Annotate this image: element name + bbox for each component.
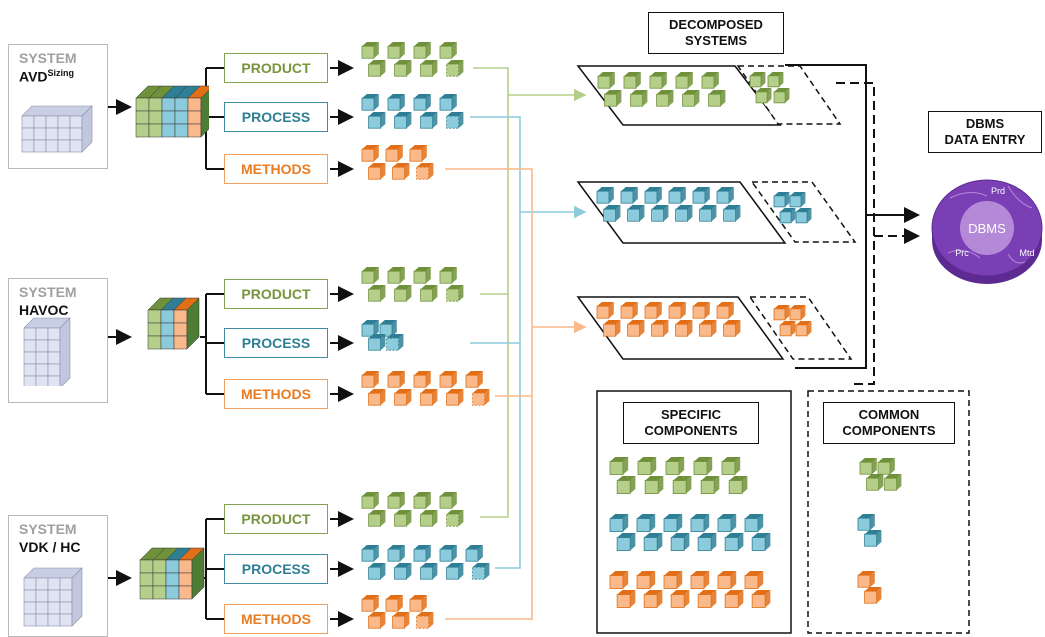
bracket-havoc <box>200 293 224 395</box>
dbms-prd-label: Prd <box>991 186 1005 196</box>
system-grid-havoc <box>23 317 71 386</box>
category-arrows <box>330 60 354 627</box>
category-methods-avd: METHODS <box>224 154 328 184</box>
common-product-cubes <box>859 458 902 491</box>
common-methods-cubes <box>857 571 882 604</box>
product-cubes-vdk <box>361 492 464 527</box>
dashed-connector <box>836 82 920 385</box>
category-product-vdk: PRODUCT <box>224 504 328 534</box>
system-grid-avd <box>21 105 93 153</box>
process-collector <box>470 116 587 569</box>
system-label: SYSTEM <box>19 521 77 537</box>
product-cubes-avd <box>361 42 464 77</box>
category-process-vdk: PROCESS <box>224 554 328 584</box>
process-cubes-avd <box>361 94 464 129</box>
decomposed-methods-common-cubes <box>773 305 812 337</box>
dbms-center-label: DBMS <box>968 221 1006 236</box>
decomposed-methods-cubes <box>596 302 741 337</box>
system-name: AVDSizing <box>19 68 74 85</box>
product-collector <box>473 67 587 518</box>
dbms-header-line2: DATA ENTRY <box>944 132 1026 147</box>
decomposed-systems-header: DECOMPOSED SYSTEMS <box>648 12 784 54</box>
common-header-line2: COMPONENTS <box>842 423 936 438</box>
color-block-vdk <box>139 547 205 600</box>
system-name: VDK / HC <box>19 539 81 555</box>
specific-components-panel <box>596 390 792 634</box>
dbms-prc-label: Prc <box>955 248 969 258</box>
specific-header-line1: SPECIFIC <box>661 407 721 422</box>
common-components-panel <box>807 390 970 634</box>
specific-process-cubes <box>609 514 771 551</box>
specific-components-header: SPECIFIC COMPONENTS <box>623 402 759 444</box>
category-process-avd: PROCESS <box>224 102 328 132</box>
specific-product-cubes <box>609 457 748 494</box>
dbms-mtd-label: Mtd <box>1019 248 1034 258</box>
methods-cubes-avd <box>361 145 434 180</box>
methods-cubes-vdk <box>361 595 434 629</box>
decomposed-header-line2: SYSTEMS <box>684 33 748 48</box>
process-cubes-havoc <box>361 320 404 351</box>
system-name: HAVOC <box>19 302 69 318</box>
dbms-disc: DBMS Prd Prc Mtd <box>931 179 1043 284</box>
common-process-cubes <box>857 514 882 547</box>
system-grid-vdk <box>23 567 83 627</box>
methods-cubes-havoc <box>361 371 490 406</box>
common-components-header: COMMON COMPONENTS <box>823 402 955 444</box>
product-cubes-havoc <box>361 267 464 302</box>
category-process-havoc: PROCESS <box>224 328 328 358</box>
process-cubes-vdk <box>361 545 490 580</box>
common-header-line1: COMMON <box>858 407 920 422</box>
color-block-havoc <box>147 297 200 350</box>
system-name-sup: Sizing <box>47 68 75 78</box>
system-label: SYSTEM <box>19 284 77 300</box>
system-label: SYSTEM <box>19 50 77 66</box>
category-methods-vdk: METHODS <box>224 604 328 634</box>
category-product-avd: PRODUCT <box>224 53 328 83</box>
dbms-data-entry-header: DBMS DATA ENTRY <box>928 111 1042 153</box>
system-name-text: AVD <box>19 68 48 85</box>
decomposed-process-common-cubes <box>773 192 812 224</box>
category-methods-havoc: METHODS <box>224 379 328 409</box>
category-product-havoc: PRODUCT <box>224 279 328 309</box>
decomposed-product-cubes <box>597 72 726 107</box>
dbms-header-line1: DBMS <box>965 116 1005 131</box>
decomposed-product-common-cubes <box>749 72 790 104</box>
color-block-avd <box>135 85 209 138</box>
decomposed-process-cubes <box>596 187 741 222</box>
methods-collector <box>445 168 587 620</box>
decomposed-header-line1: DECOMPOSED <box>669 17 763 32</box>
specific-methods-cubes <box>609 571 771 608</box>
specific-header-line2: COMPONENTS <box>644 423 738 438</box>
